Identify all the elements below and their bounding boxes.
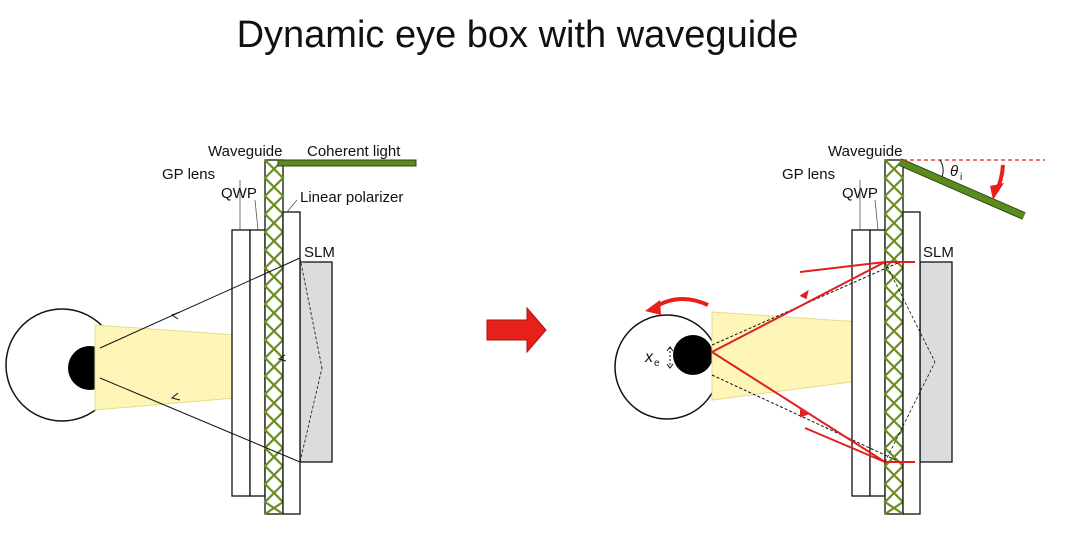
- left-label-waveguide: Waveguide: [208, 143, 283, 160]
- left-label-qwp: QWP: [221, 185, 257, 202]
- left-slm: [299, 261, 333, 463]
- right-pupil: [673, 335, 713, 375]
- page-title: Dynamic eye box with waveguide: [236, 14, 799, 56]
- right-gp-lens: [851, 229, 871, 497]
- right-diagram: Waveguide GP lens QWP SLM θ i x e: [614, 143, 1045, 515]
- right-label-qwp: QWP: [842, 185, 878, 202]
- left-label-coherent-light: Coherent light: [307, 143, 401, 160]
- right-label-waveguide: Waveguide: [828, 143, 903, 160]
- left-label-slm: SLM: [304, 244, 335, 261]
- left-diagram: Waveguide Coherent light GP lens QWP Lin…: [5, 143, 417, 515]
- right-label-gp-lens: GP lens: [782, 166, 835, 183]
- left-qwp: [249, 229, 266, 497]
- right-slm: [919, 261, 953, 463]
- left-waveguide-zigzag: [263, 159, 285, 515]
- theta-arc: [939, 159, 944, 178]
- left-coherent-light-beam: [277, 159, 417, 167]
- left-label-gp-lens: GP lens: [162, 166, 215, 183]
- right-linear-polarizer: [902, 211, 921, 515]
- left-gp-lens: [231, 229, 251, 497]
- right-label-theta: θ: [950, 163, 958, 180]
- right-label-xe-sub: e: [654, 358, 660, 369]
- left-label-linear-polarizer: Linear polarizer: [300, 189, 403, 206]
- left-linear-polarizer: [282, 211, 301, 515]
- eye-rotation-arrow: [653, 297, 709, 309]
- right-label-theta-sub: i: [960, 172, 962, 183]
- right-label-xe: x: [644, 349, 654, 366]
- right-label-slm: SLM: [923, 244, 954, 261]
- transition-arrow: [486, 306, 547, 354]
- right-waveguide-zigzag: [883, 159, 905, 515]
